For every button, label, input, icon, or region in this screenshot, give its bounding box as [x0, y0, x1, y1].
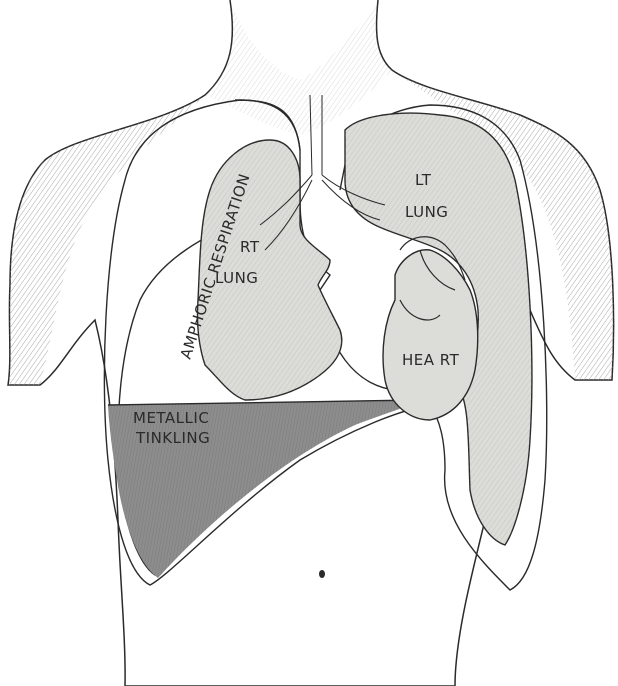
navel: [319, 570, 325, 578]
label-right-lung-1: RT: [240, 238, 260, 256]
label-tinkling: TINKLING: [135, 429, 210, 447]
label-left-lung-2: LUNG: [405, 203, 448, 221]
label-left-lung-1: LT: [415, 171, 432, 189]
label-metallic: METALLIC: [133, 409, 209, 427]
label-right-lung-2: LUNG: [215, 269, 258, 287]
label-heart: HEA RT: [402, 351, 460, 369]
